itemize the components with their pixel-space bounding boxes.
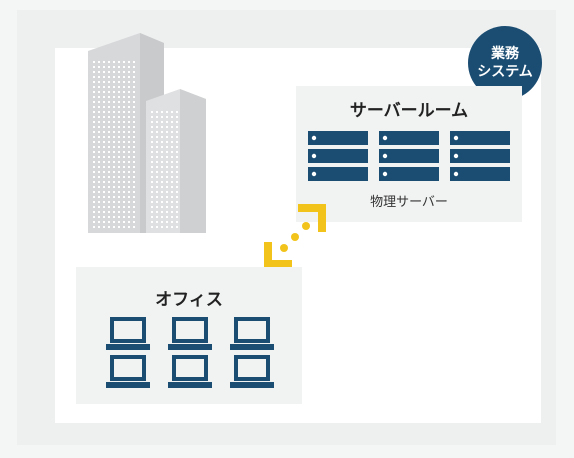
office-building-icon (88, 33, 206, 233)
badge-line-1: 業務 (491, 46, 519, 62)
server-unit-icon (379, 167, 439, 181)
server-unit-icon (379, 131, 439, 145)
server-unit-icon (308, 167, 368, 181)
laptop-grid (106, 317, 274, 388)
bidirectional-arrow-icon (264, 204, 326, 268)
server-room-subtitle: 物理サーバー (370, 195, 448, 210)
server-room-title: サーバールーム (349, 101, 469, 121)
server-unit-icon (450, 131, 510, 145)
office-box: オフィス (76, 267, 302, 404)
server-rack-grid (308, 131, 510, 181)
server-unit-icon (450, 149, 510, 163)
server-unit-icon (308, 131, 368, 145)
server-room-box: サーバールーム 物理サーバー (296, 86, 522, 222)
laptop-icon (106, 317, 150, 350)
office-title: オフィス (155, 290, 223, 310)
laptop-icon (106, 355, 150, 388)
laptop-icon (230, 355, 274, 388)
server-unit-icon (308, 149, 368, 163)
server-unit-icon (379, 149, 439, 163)
badge-line-2: システム (477, 64, 533, 80)
server-unit-icon (450, 167, 510, 181)
laptop-icon (168, 317, 212, 350)
laptop-icon (230, 317, 274, 350)
laptop-icon (168, 355, 212, 388)
